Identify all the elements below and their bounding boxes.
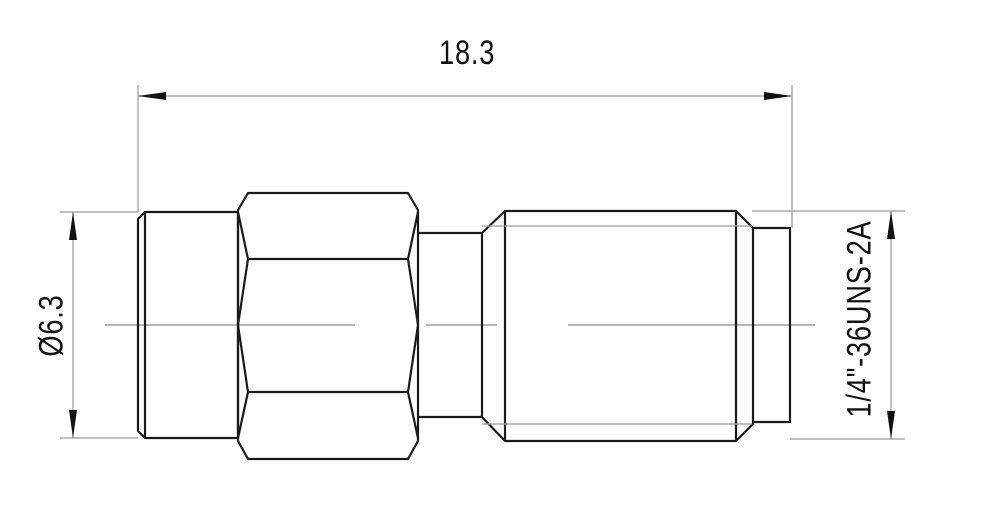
- neck: [418, 231, 484, 419]
- diameter-label: Ø6.3: [32, 294, 71, 357]
- diameter-dimension: [60, 211, 138, 439]
- thread-dimension: [752, 210, 905, 440]
- length-label: 18.3: [439, 34, 496, 72]
- hex-nut: [236, 191, 420, 461]
- length-dimension: [137, 85, 793, 228]
- threaded-body: [481, 209, 755, 443]
- thread-label: 1/4"-36UNS-2A: [840, 220, 879, 418]
- front-tip: [753, 226, 792, 424]
